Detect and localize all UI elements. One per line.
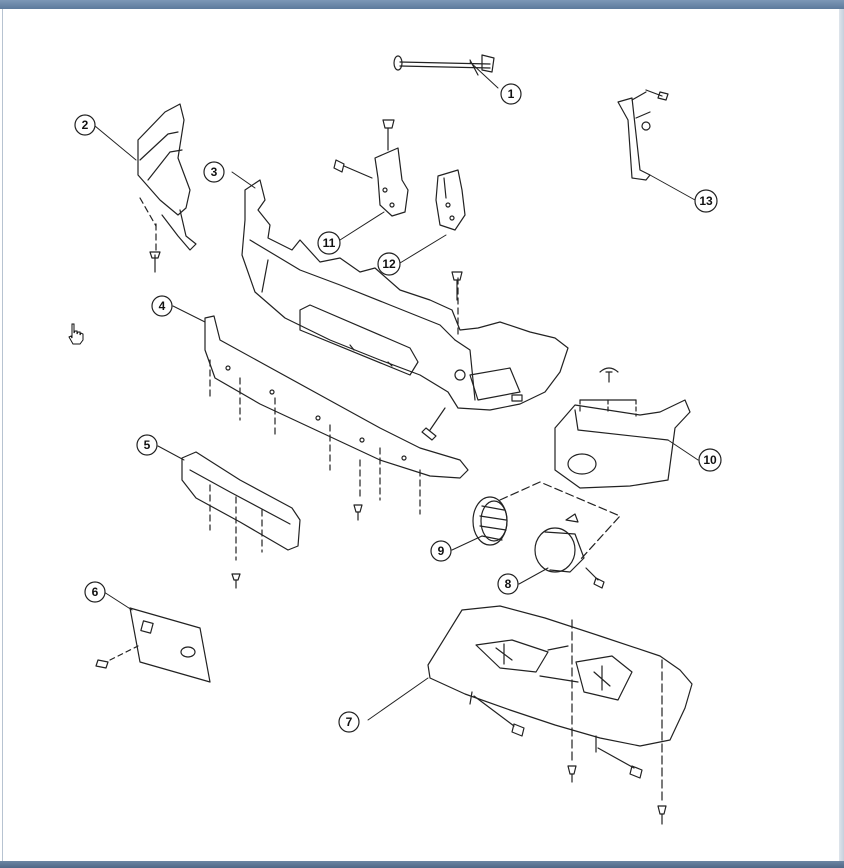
- callout-3: [203, 161, 225, 183]
- callout-7-label: 7: [346, 715, 353, 729]
- part-7-skidplate: [427, 605, 693, 825]
- part-4-strip: [204, 315, 469, 515]
- callout-5-label: 5: [144, 438, 151, 452]
- part-3-bumper: [241, 179, 569, 411]
- callout-12: [377, 252, 401, 276]
- callout-8: [497, 573, 519, 595]
- window-bottom-bar: [0, 861, 844, 868]
- callout-4-label: 4: [159, 299, 166, 313]
- scrollbar-edge[interactable]: [839, 9, 844, 861]
- part-13-bracket: [617, 89, 669, 181]
- callout-6-label: 6: [92, 585, 99, 599]
- part-12-bracket: [435, 169, 466, 231]
- callout-13-label: 13: [699, 194, 713, 208]
- callout-10-label: 10: [703, 453, 717, 467]
- callout-1-label: 1: [508, 87, 515, 101]
- callout-8-label: 8: [505, 577, 512, 591]
- part-6-plate: [95, 607, 211, 683]
- callout-5: [136, 434, 158, 456]
- callout-11: [317, 231, 341, 255]
- callout-4: [151, 295, 173, 317]
- callout-1: [500, 83, 522, 105]
- callout-12-label: 12: [382, 257, 396, 271]
- callout-6: [84, 581, 106, 603]
- part-10-corner: [554, 367, 691, 489]
- callout-2-label: 2: [82, 118, 89, 132]
- hand-pointer-icon: [68, 323, 84, 345]
- callout-2: [74, 114, 96, 136]
- part-2-panel: [137, 103, 197, 273]
- part-11-bracket: [333, 119, 409, 217]
- callout-9: [430, 540, 452, 562]
- bolt-bumper: [421, 407, 446, 441]
- window-top-bar: [0, 0, 844, 9]
- callout-13: [694, 189, 718, 213]
- part-9-foglamp-cover: [472, 496, 508, 546]
- part-1-rod: [393, 54, 495, 76]
- part-8-foglamp: [534, 513, 605, 589]
- callout-9-label: 9: [438, 544, 445, 558]
- callout-7: [338, 711, 360, 733]
- callout-11-label: 11: [323, 236, 336, 250]
- callout-3-label: 3: [211, 165, 218, 179]
- callout-10: [698, 448, 722, 472]
- part-5-grille: [181, 451, 301, 589]
- diagram-frame: [2, 9, 840, 861]
